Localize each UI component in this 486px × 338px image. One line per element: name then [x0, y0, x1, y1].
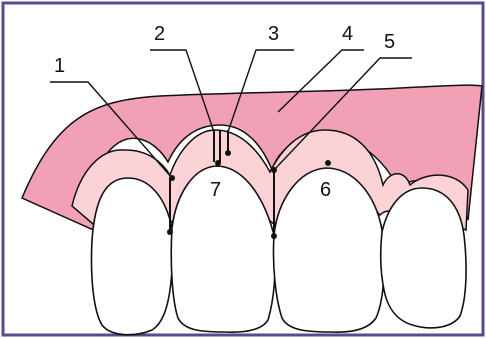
- point-6: [325, 160, 331, 166]
- point-7: [215, 160, 221, 166]
- point-1-bottom: [167, 229, 173, 235]
- point-3: [225, 150, 231, 156]
- label-1: 1: [54, 55, 65, 77]
- label-4: 4: [342, 23, 353, 45]
- point-5-bottom: [271, 233, 277, 239]
- label-2: 2: [154, 23, 165, 45]
- label-5: 5: [384, 31, 395, 53]
- label-7: 7: [210, 179, 221, 201]
- tooth-lateral-right: [381, 188, 466, 328]
- label-3: 3: [268, 23, 279, 45]
- tooth-lateral-left: [91, 178, 172, 335]
- label-6: 6: [320, 179, 331, 201]
